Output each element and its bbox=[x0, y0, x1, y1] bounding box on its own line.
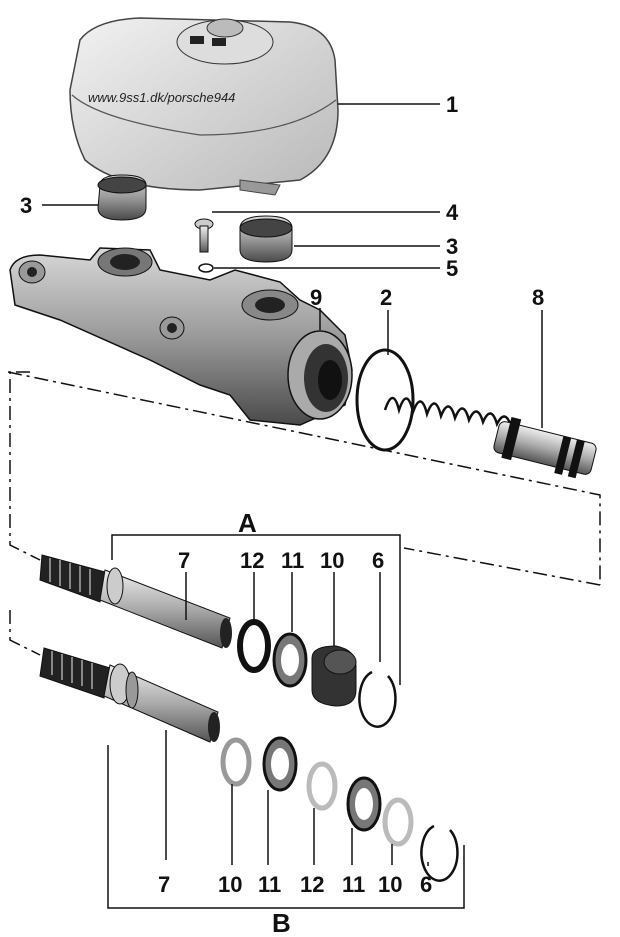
callout-10-b-right: 10 bbox=[378, 872, 402, 897]
callout-11-a: 11 bbox=[281, 548, 304, 573]
spacer-a-part-10 bbox=[311, 645, 357, 707]
group-b-label: B bbox=[272, 908, 291, 937]
group-a-bracket bbox=[111, 534, 401, 685]
grommet-left bbox=[97, 174, 147, 221]
callout-10-b-left: 10 bbox=[218, 872, 242, 897]
callout-10-a: 10 bbox=[320, 548, 344, 573]
callout-11-b-left: 11 bbox=[258, 872, 281, 897]
callout-9: 9 bbox=[310, 285, 322, 310]
spring-part bbox=[383, 396, 513, 428]
circlip-b-part-6 bbox=[420, 824, 459, 882]
callout-2: 2 bbox=[380, 285, 392, 310]
piston-a-part-7 bbox=[39, 554, 232, 649]
callout-12-a: 12 bbox=[240, 548, 264, 573]
washer-b-part-12 bbox=[306, 761, 338, 811]
callout-4: 4 bbox=[446, 200, 459, 225]
watermark-text: www.9ss1.dk/porsche944 bbox=[88, 90, 235, 105]
reservoir-part bbox=[69, 17, 339, 196]
callout-8: 8 bbox=[532, 285, 544, 310]
o-ring-part bbox=[198, 263, 214, 273]
circlip-a-part-6 bbox=[358, 670, 397, 728]
washer-a-part-12 bbox=[237, 619, 271, 673]
callout-11-b-right: 11 bbox=[342, 872, 365, 897]
callout-7-b: 7 bbox=[158, 872, 170, 897]
washer-b-part-10 bbox=[220, 737, 252, 787]
group-a-label: A bbox=[238, 508, 257, 538]
group-b-bracket bbox=[107, 745, 465, 909]
callout-3-left: 3 bbox=[20, 193, 32, 218]
grommet-right bbox=[239, 215, 293, 263]
callout-12-b: 12 bbox=[300, 872, 324, 897]
callout-6-b: 6 bbox=[420, 872, 432, 897]
assembly-axis-lines bbox=[7, 371, 601, 656]
washer-b-part-10-right bbox=[382, 797, 414, 847]
cylinder-housing-part bbox=[9, 247, 353, 426]
piston-b-part-7 bbox=[39, 647, 220, 743]
callout-6-a: 6 bbox=[372, 548, 384, 573]
piston-part-8 bbox=[493, 416, 597, 479]
stop-screw-part bbox=[194, 218, 214, 253]
callout-5: 5 bbox=[446, 256, 458, 281]
callout-7-a: 7 bbox=[178, 548, 190, 573]
callout-1: 1 bbox=[446, 92, 458, 117]
callout-3-right: 3 bbox=[446, 234, 458, 259]
